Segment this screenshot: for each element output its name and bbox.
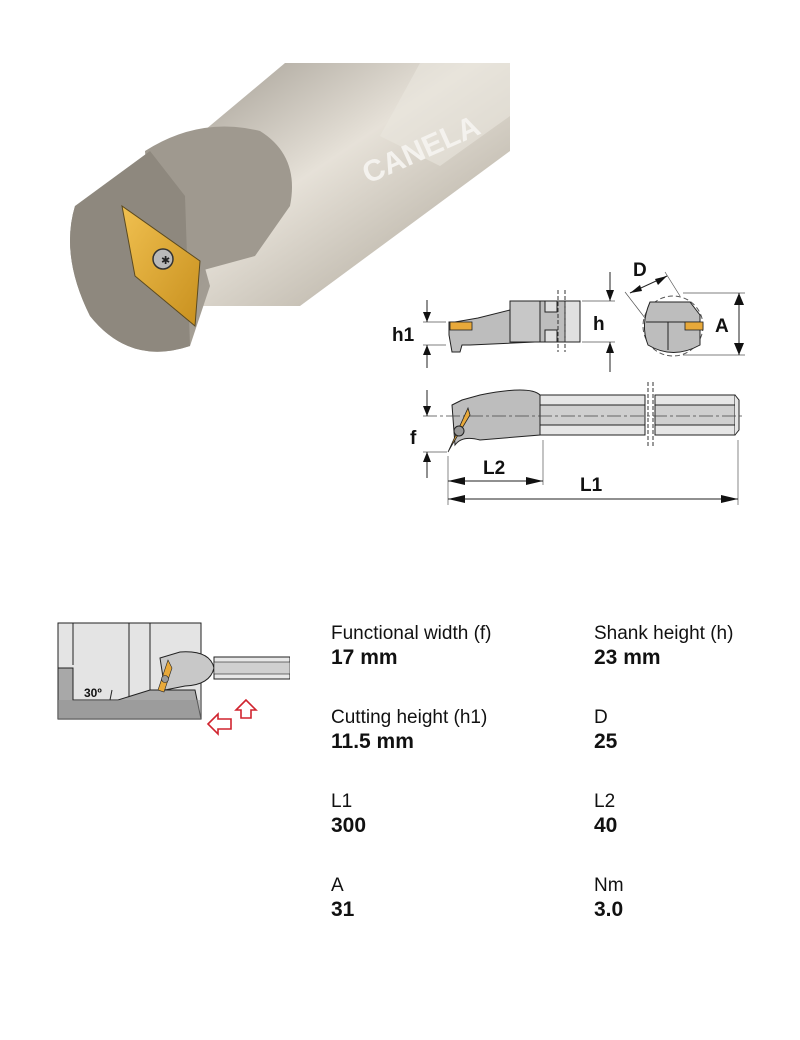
dimension-drawing: h1 h D A bbox=[380, 250, 780, 520]
spec-shank-height: Shank height (h) 23 mm bbox=[594, 623, 733, 671]
spec-value: 31 bbox=[331, 898, 355, 921]
svg-text:30º: 30º bbox=[84, 686, 102, 700]
svg-text:f: f bbox=[410, 428, 417, 449]
spec-functional-width: Functional width (f) 17 mm bbox=[331, 623, 492, 671]
spec-label: L1 bbox=[331, 791, 353, 812]
spec-d: D 25 bbox=[594, 707, 617, 755]
svg-text:h: h bbox=[593, 314, 605, 335]
spec-value: 40 bbox=[594, 814, 618, 837]
spec-value: 11.5 mm bbox=[331, 730, 414, 753]
spec-value: 17 mm bbox=[331, 646, 398, 669]
spec-label: Cutting height (h1) bbox=[331, 707, 488, 728]
feed-direction-arrows bbox=[206, 698, 258, 736]
product-photo: ✱ CANELA bbox=[0, 56, 520, 376]
svg-text:L1: L1 bbox=[580, 475, 603, 496]
spec-value: 3.0 bbox=[594, 898, 624, 921]
spec-value: 25 bbox=[594, 730, 618, 753]
svg-text:D: D bbox=[633, 260, 647, 281]
spec-cutting-height: Cutting height (h1) 11.5 mm bbox=[331, 707, 487, 755]
spec-a: A 31 bbox=[331, 875, 354, 923]
spec-label: Shank height (h) bbox=[594, 623, 734, 644]
spec-l1: L1 300 bbox=[331, 791, 366, 839]
spec-label: Functional width (f) bbox=[331, 623, 492, 644]
svg-text:A: A bbox=[715, 316, 729, 337]
spec-label: D bbox=[594, 707, 608, 728]
spec-l2: L2 40 bbox=[594, 791, 617, 839]
spec-value: 300 bbox=[331, 814, 367, 837]
svg-text:h1: h1 bbox=[392, 325, 415, 346]
svg-text:L2: L2 bbox=[483, 458, 505, 479]
application-diagram: 30º bbox=[50, 615, 291, 740]
screw-icon: ✱ bbox=[161, 255, 170, 267]
spec-label: L2 bbox=[594, 791, 616, 812]
spec-nm: Nm 3.0 bbox=[594, 875, 624, 923]
spec-label: A bbox=[331, 875, 344, 896]
spec-value: 23 mm bbox=[594, 646, 661, 669]
spec-label: Nm bbox=[594, 875, 624, 896]
